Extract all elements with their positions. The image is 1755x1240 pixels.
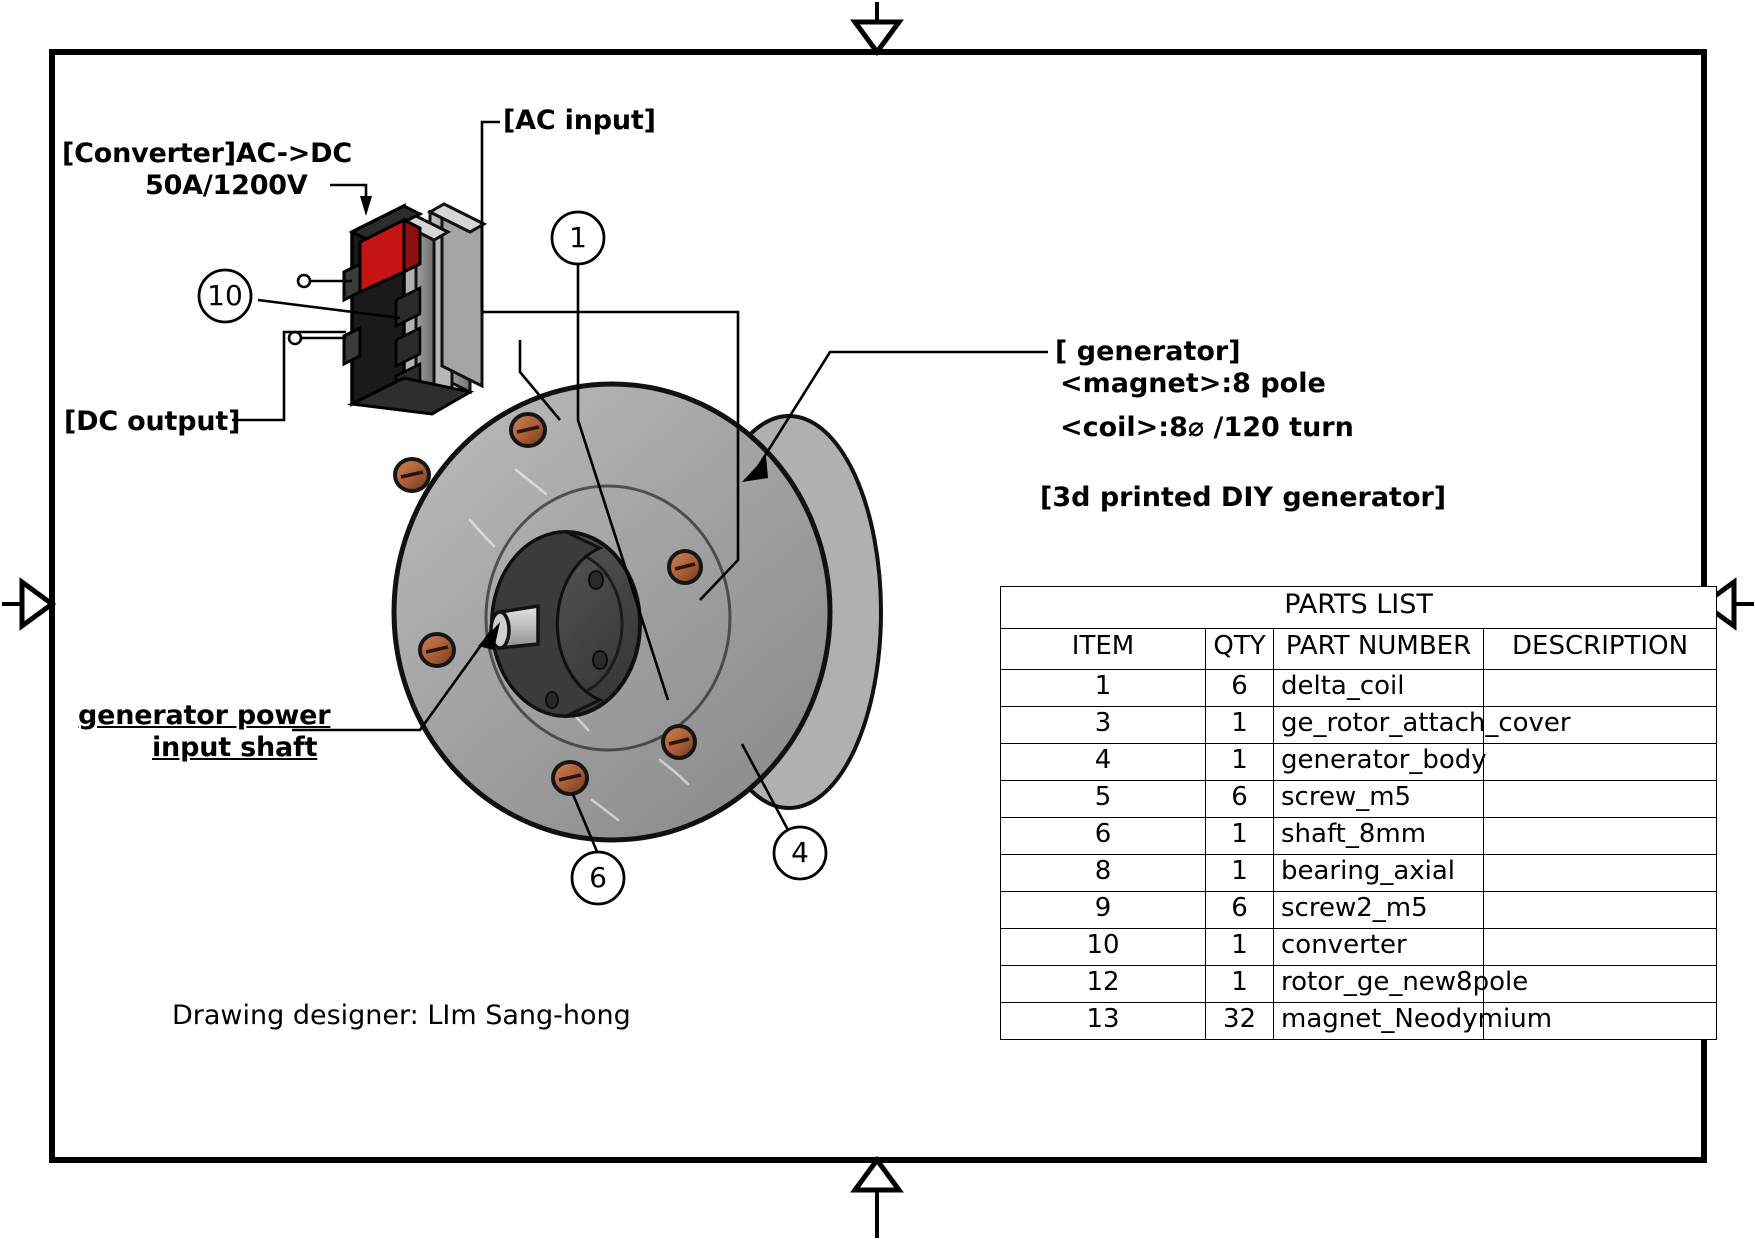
cell-part-number: ge_rotor_attach_cover <box>1273 706 1571 744</box>
cell-qty: 1 <box>1205 928 1274 966</box>
cell-qty: 32 <box>1205 1002 1274 1040</box>
cell-description <box>1482 669 1718 707</box>
cell-item: 1 <box>1000 669 1206 707</box>
table-row[interactable]: 3 1 ge_rotor_attach_cover <box>1000 706 1718 744</box>
cell-description <box>1482 854 1718 892</box>
cell-item: 3 <box>1000 706 1206 744</box>
balloon-6-label[interactable]: 6 <box>589 861 607 894</box>
cell-item: 4 <box>1000 743 1206 781</box>
cell-description <box>1482 817 1718 855</box>
converter-label-line1: [Converter]AC->DC <box>62 138 353 169</box>
balloon-4-label[interactable]: 4 <box>791 836 809 869</box>
cell-item: 9 <box>1000 891 1206 929</box>
cell-qty: 1 <box>1205 817 1274 855</box>
cell-item: 6 <box>1000 817 1206 855</box>
parts-list-title-row: PARTS LIST <box>999 586 1718 629</box>
table-row[interactable]: 1 6 delta_coil <box>1000 669 1718 707</box>
cell-qty: 1 <box>1205 743 1274 781</box>
parts-list-table: PARTS LIST ITEM QTY PART NUMBER DESCRIPT… <box>999 586 1718 1040</box>
converter-module <box>342 202 488 416</box>
column-header-part-number: PART NUMBER <box>1273 628 1484 670</box>
cell-part-number: shaft_8mm <box>1273 817 1484 855</box>
table-row[interactable]: 10 1 converter <box>1000 928 1718 966</box>
project-title: [3d printed DIY generator] <box>1040 482 1447 513</box>
cell-qty: 1 <box>1205 706 1274 744</box>
ac-input-label: [AC input] <box>503 105 656 136</box>
table-row[interactable]: 6 1 shaft_8mm <box>1000 817 1718 855</box>
cell-description <box>1482 965 1718 1003</box>
balloon-1-label[interactable]: 1 <box>569 221 587 254</box>
cell-part-number: delta_coil <box>1273 669 1484 707</box>
converter-label-line2: 50A/1200V <box>145 170 308 201</box>
cell-part-number: magnet_Neodymium <box>1273 1002 1552 1040</box>
cell-item: 5 <box>1000 780 1206 818</box>
input-shaft-geometry <box>489 603 540 650</box>
table-row[interactable]: 12 1 rotor_ge_new8pole <box>1000 965 1718 1003</box>
generator-magnet-spec: <magnet>:8 pole <box>1060 368 1326 399</box>
cell-item: 10 <box>1000 928 1206 966</box>
cell-item: 13 <box>1000 1002 1206 1040</box>
generator-assembly <box>391 381 883 843</box>
cell-qty: 6 <box>1205 669 1274 707</box>
cell-qty: 6 <box>1205 780 1274 818</box>
face-screws <box>393 412 703 796</box>
generator-label: [ generator] <box>1055 336 1241 367</box>
cell-description <box>1482 743 1718 781</box>
cell-qty: 1 <box>1205 854 1274 892</box>
table-row[interactable]: 5 6 screw_m5 <box>1000 780 1718 818</box>
cell-description <box>1482 1002 1718 1040</box>
cell-part-number: generator_body <box>1273 743 1487 781</box>
parts-list-header-row: ITEM QTY PART NUMBER DESCRIPTION <box>1000 628 1718 670</box>
cell-item: 8 <box>1000 854 1206 892</box>
cell-part-number: screw_m5 <box>1273 780 1484 818</box>
parts-list-title: PARTS LIST <box>999 586 1718 629</box>
cell-qty: 6 <box>1205 891 1274 929</box>
cell-part-number: converter <box>1273 928 1484 966</box>
cell-description <box>1482 891 1718 929</box>
table-row[interactable]: 4 1 generator_body <box>1000 743 1718 781</box>
leader-lines <box>232 120 1048 855</box>
balloon-10-label[interactable]: 10 <box>207 279 243 312</box>
cell-qty: 1 <box>1205 965 1274 1003</box>
cell-part-number: bearing_axial <box>1273 854 1484 892</box>
table-row[interactable]: 9 6 screw2_m5 <box>1000 891 1718 929</box>
cell-description <box>1482 780 1718 818</box>
table-row[interactable]: 13 32 magnet_Neodymium <box>1000 1002 1718 1040</box>
shaft-label-line2: input shaft <box>152 732 318 763</box>
column-header-qty: QTY <box>1205 628 1274 670</box>
shaft-label-line1: generator power <box>78 700 331 731</box>
column-header-item: ITEM <box>1000 628 1206 670</box>
dc-output-label: [DC output] <box>64 406 241 437</box>
cell-item: 12 <box>1000 965 1206 1003</box>
column-header-description: DESCRIPTION <box>1482 628 1718 670</box>
cell-part-number: screw2_m5 <box>1273 891 1484 929</box>
table-row[interactable]: 8 1 bearing_axial <box>1000 854 1718 892</box>
cell-description <box>1482 928 1718 966</box>
cell-part-number: rotor_ge_new8pole <box>1273 965 1528 1003</box>
cell-description <box>1482 706 1718 744</box>
designer-credit: Drawing designer: LIm Sang-hong <box>172 1000 631 1031</box>
generator-coil-spec: <coil>:8⌀ /120 turn <box>1060 412 1354 443</box>
